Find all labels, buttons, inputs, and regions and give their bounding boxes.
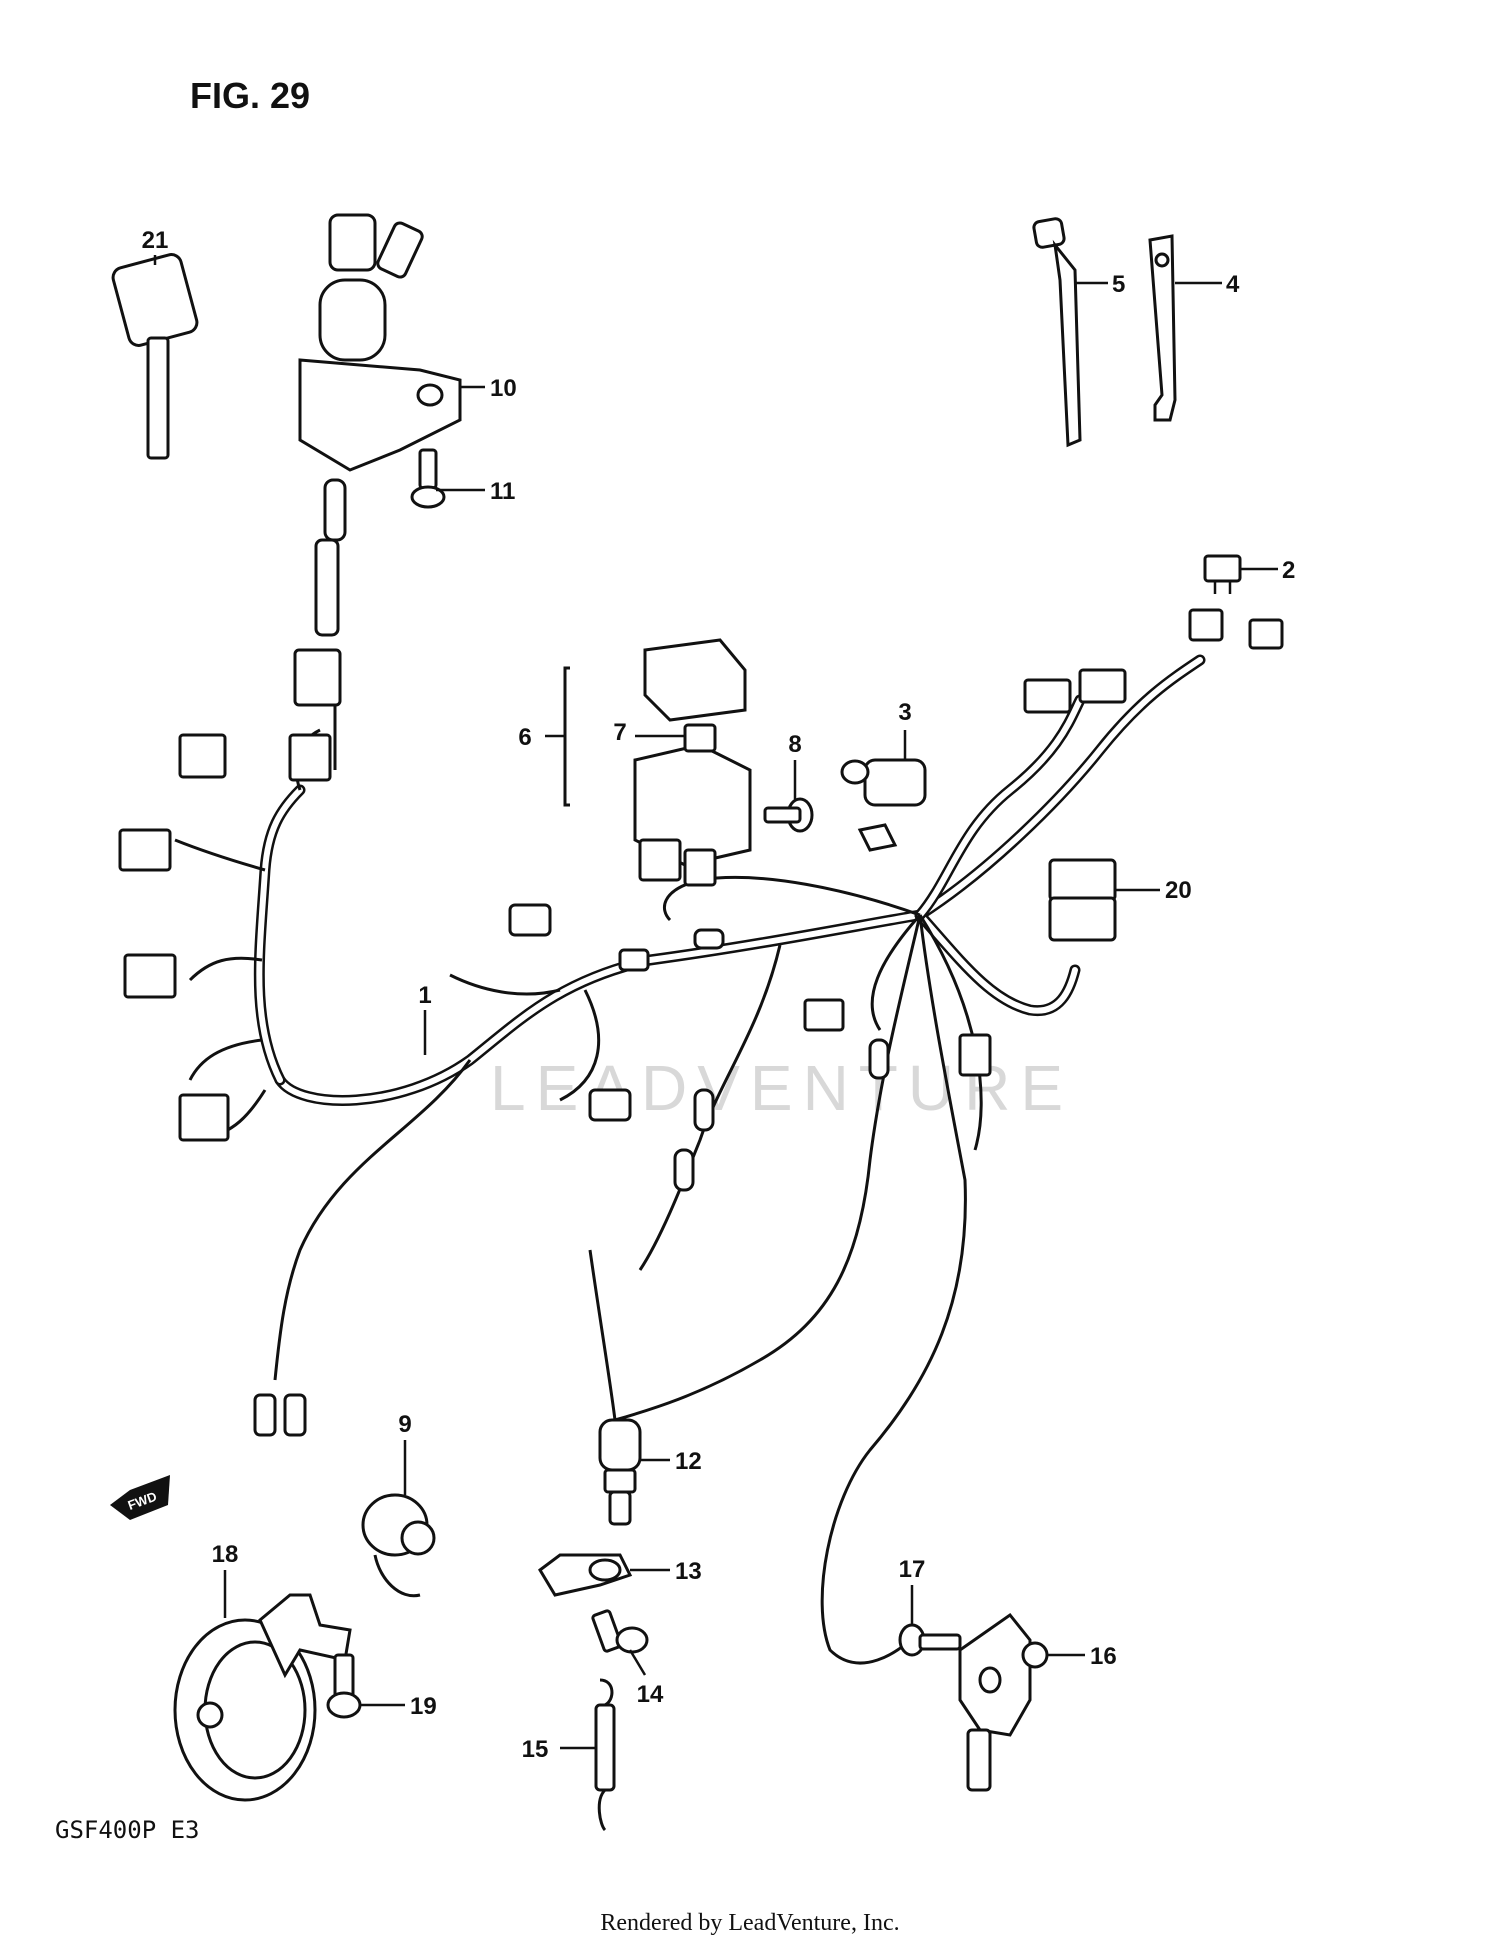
callout-4: 4 [1226,271,1240,298]
sensor-9 [361,1493,436,1598]
callout-11: 11 [490,478,515,505]
horn-screw [326,1653,362,1719]
callout-1: 1 [418,982,431,1009]
model-code: GSF400P E3 [55,1816,200,1844]
brake-light-switch [958,1612,1049,1792]
callout-3: 3 [898,699,911,726]
callout-leaders [153,255,1278,1750]
callout-9: 9 [398,1411,411,1438]
wiring-harness [174,654,1206,1665]
cable-tie-5 [1032,217,1082,448]
ignition-screw [410,448,446,509]
callout-8: 8 [788,731,801,758]
callout-18: 18 [212,1541,239,1568]
callout-13: 13 [675,1558,702,1585]
callout-2: 2 [1282,557,1295,584]
callout-17: 17 [899,1556,926,1583]
neutral-switch [598,1418,642,1526]
callout-5: 5 [1112,271,1125,298]
fuse-box [545,638,752,887]
relay [840,758,927,852]
forward-direction-arrow: FWD [110,1475,170,1520]
callout-14: 14 [637,1681,664,1708]
turn-signal-relay [1048,858,1117,942]
ignition-switch [293,213,462,707]
switch-screw [898,1623,962,1657]
callout-15: 15 [522,1736,549,1763]
fuse [1203,554,1242,594]
main-fuse [683,723,717,753]
callout-10: 10 [490,375,517,402]
figure-title: FIG. 29 [190,75,310,116]
horn [173,1593,352,1802]
callout-16: 16 [1090,1643,1117,1670]
switch-bracket [538,1553,633,1597]
callout-20: 20 [1165,877,1192,904]
callout-21: 21 [142,227,169,254]
ignition-key [111,253,199,460]
callout-6: 6 [518,724,531,751]
callout-19: 19 [410,1693,437,1720]
render-credit: Rendered by LeadVenture, Inc. [600,1910,899,1936]
clamp-4 [1148,234,1177,422]
return-spring [594,1678,616,1832]
callout-7: 7 [613,719,626,746]
fuse-box-screw [763,797,814,833]
harness-connectors [118,608,1284,1437]
callout-12: 12 [675,1448,702,1475]
bracket-screw [591,1609,649,1654]
